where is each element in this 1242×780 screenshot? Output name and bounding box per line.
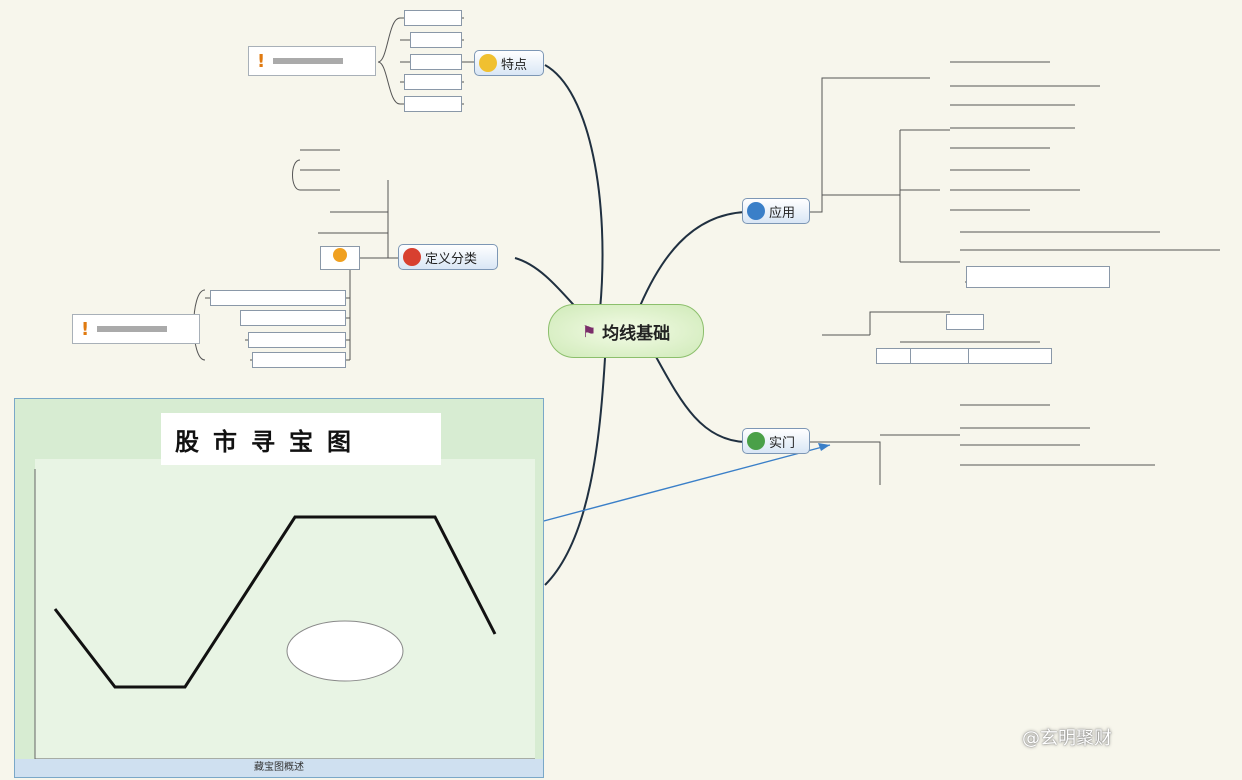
center-title: 均线基础 (602, 323, 671, 344)
leaf-node[interactable] (240, 310, 346, 326)
leaf-node[interactable] (404, 96, 462, 112)
leaf-node[interactable] (946, 314, 984, 330)
flag-icon: ⚑ (581, 321, 597, 341)
watermark: @玄明聚财 (1022, 728, 1112, 749)
branch-tedian[interactable]: 特点 (474, 50, 544, 76)
branch-label: 应用 (769, 205, 796, 221)
embedded-chart-image: 股市寻宝图 藏宝图概述 (14, 398, 544, 778)
number-1-icon (403, 248, 421, 266)
leaf-node[interactable] (248, 332, 346, 348)
branch-dingyi[interactable]: 定义分类 (398, 244, 498, 270)
leaf-node[interactable] (966, 266, 1110, 288)
smiley-icon (479, 54, 497, 72)
leaf-node[interactable] (404, 10, 462, 26)
smiley-icon (333, 247, 347, 262)
leaf-node[interactable] (410, 54, 462, 70)
leaf-node[interactable] (910, 348, 972, 364)
note-tedian: ! (248, 46, 376, 76)
center-node[interactable]: ⚑ 均线基础 (548, 304, 704, 358)
chart-image-title: 股市寻宝图 (161, 413, 441, 465)
branch-label: 特点 (501, 57, 528, 73)
leaf-node[interactable] (410, 32, 462, 48)
leaf-node[interactable] (252, 352, 346, 368)
leaf-node[interactable] (876, 348, 914, 364)
leaf-node[interactable] (210, 290, 346, 306)
exclamation-icon: ! (257, 50, 266, 72)
leaf-node[interactable] (968, 348, 1052, 364)
branch-yingyong[interactable]: 应用 (742, 198, 810, 224)
branch-label: 定义分类 (425, 251, 478, 267)
number-2-icon (747, 202, 765, 220)
exclamation-icon: ! (81, 318, 90, 340)
chart-image-footer: 藏宝图概述 (15, 759, 543, 777)
leaf-node[interactable] (320, 246, 360, 270)
branch-shizhan[interactable]: 实门 (742, 428, 810, 454)
branch-label: 实门 (769, 435, 796, 451)
leaf-node[interactable] (404, 74, 462, 90)
note-dingyi: ! (72, 314, 200, 344)
chart-image-background (15, 399, 543, 777)
number-3-icon (747, 432, 765, 450)
